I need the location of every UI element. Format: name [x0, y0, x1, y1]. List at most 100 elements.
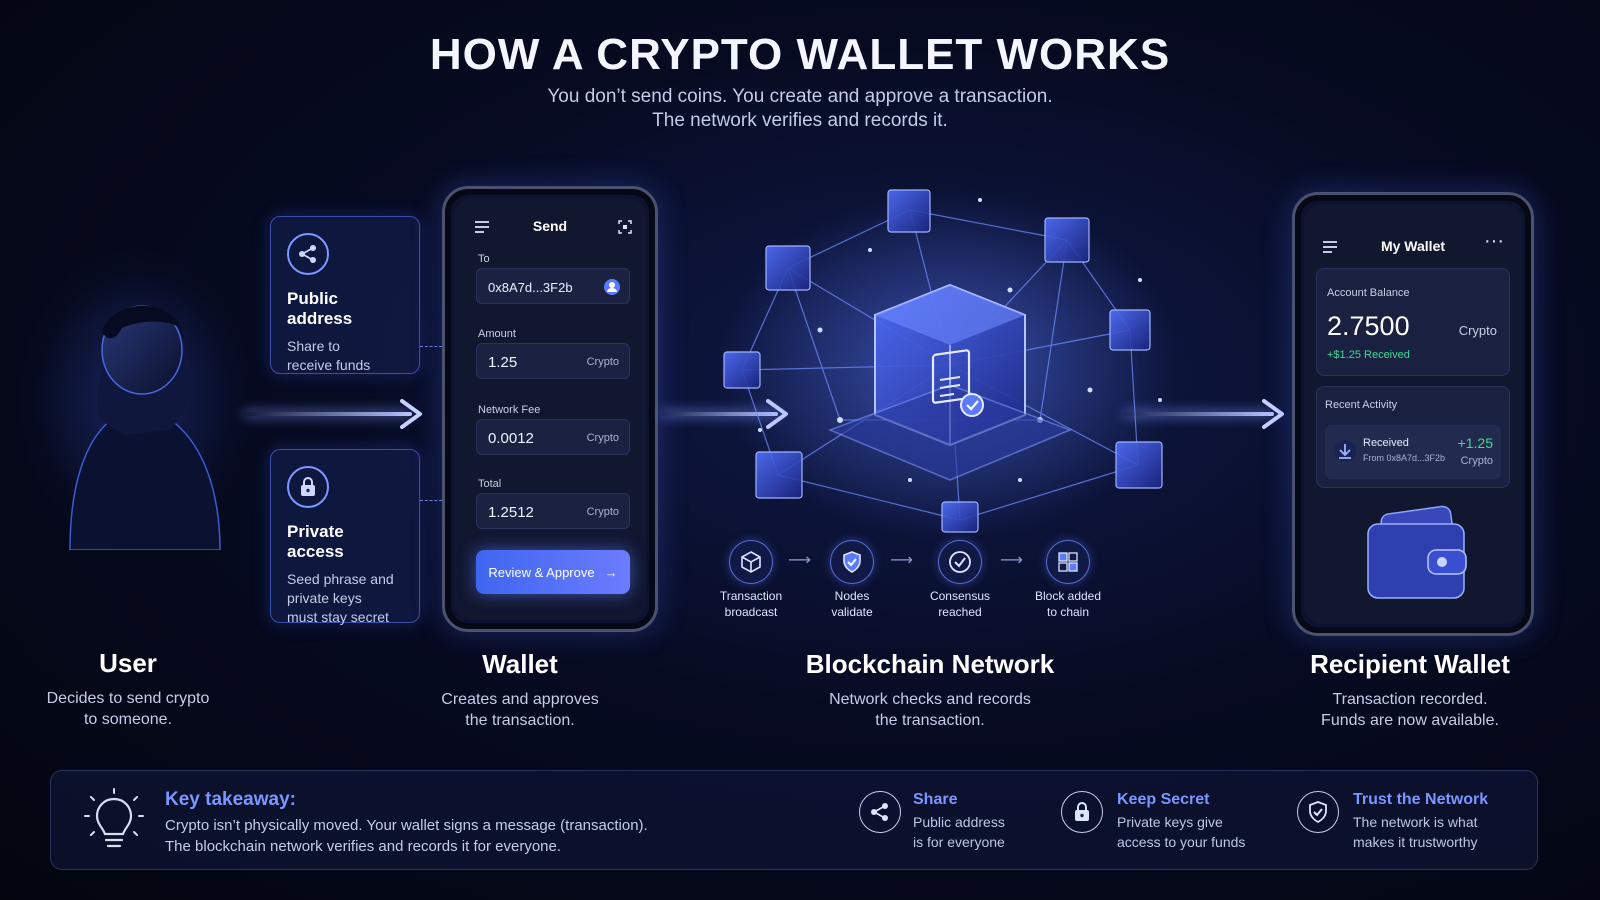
private-access-desc-2: private keys: [287, 590, 362, 606]
private-access-desc-1: Seed phrase and: [287, 571, 394, 587]
shield-check-icon: [1297, 791, 1339, 833]
tip-trust-line-1: The network is what: [1353, 814, 1478, 830]
network-step-2-icon: [830, 540, 874, 584]
balance-value: 2.7500: [1327, 311, 1410, 341]
subtitle-line-1: You don’t send coins. You create and app…: [547, 86, 1053, 107]
my-wallet-header: My Wallet: [1380, 238, 1446, 254]
private-access-card: Private access Seed phrase and private k…: [270, 449, 420, 625]
fee-field[interactable]: 0.0012 Crypto: [476, 419, 630, 455]
step-arrow-icon: ⟶: [1000, 552, 1023, 569]
fee-value: 0.0012: [488, 430, 534, 447]
amount-field[interactable]: 1.25 Crypto: [476, 343, 630, 379]
takeaway-title: Key takeaway:: [165, 789, 296, 810]
balance-card: Account Balance 2.7500 Crypto +$1.25 Rec…: [1316, 268, 1510, 376]
blockchain-network-graphic: [720, 189, 1180, 540]
wallet-phone: Send To 0x8A7d...3F2b Amount 1.25 Crypto…: [442, 186, 658, 632]
arrow-right-icon: →: [604, 564, 618, 580]
total-label: Total: [478, 478, 502, 490]
fee-unit: Crypto: [586, 432, 619, 444]
activity-row[interactable]: Received From 0x8A7d...3F2b +1.25 Crypto: [1325, 425, 1501, 479]
wallet-screen: Send To 0x8A7d...3F2b Amount 1.25 Crypto…: [454, 198, 646, 620]
activity-from: From 0x8A7d...3F2b: [1363, 453, 1446, 463]
share-icon: [859, 791, 901, 833]
recipient-screen: My Wallet ··· Account Balance 2.7500 Cry…: [1304, 204, 1522, 624]
connector-private: [420, 500, 442, 501]
network-step-4-icon: [1046, 540, 1090, 584]
download-arrow-icon: [1334, 440, 1356, 462]
menu-icon[interactable]: [474, 220, 490, 234]
menu-icon[interactable]: [1322, 240, 1338, 254]
connector-public: [420, 346, 442, 347]
network-step-1-icon: [729, 540, 773, 584]
activity-amount: +1.25: [1457, 435, 1493, 451]
takeaway-line-2: The blockchain network verifies and reco…: [165, 838, 562, 855]
step-arrow-icon: ⟶: [788, 552, 811, 569]
recent-activity-card: Recent Activity Received From 0x8A7d...3…: [1316, 386, 1510, 488]
tip-keep-secret-line-2: access to your funds: [1117, 834, 1246, 850]
flow-arrow-network-recipient: [1124, 412, 1274, 416]
balance-label: Account Balance: [1327, 287, 1410, 299]
recipient-phone: My Wallet ··· Account Balance 2.7500 Cry…: [1292, 192, 1534, 636]
public-address-desc-1: Share to: [287, 338, 340, 354]
wallet-icon: [1367, 505, 1467, 599]
tip-share-title: Share: [913, 791, 958, 808]
flow-arrow-user-wallet: [244, 412, 412, 416]
user-step-title: User: [99, 648, 157, 678]
review-approve-label: Review & Approve: [488, 564, 595, 580]
subtitle-line-2: The network verifies and records it.: [652, 110, 948, 131]
recipient-step-title: Recipient Wallet: [1310, 649, 1510, 679]
balance-unit: Crypto: [1458, 323, 1497, 338]
tip-keep-secret-line-1: Private keys give: [1117, 814, 1223, 830]
step-arrow-icon: ⟶: [890, 552, 913, 569]
tip-trust-title: Trust the Network: [1353, 791, 1489, 808]
tip-share-line-2: is for everyone: [913, 834, 1005, 850]
tip-share-line-1: Public address: [913, 814, 1005, 830]
scan-icon[interactable]: [618, 220, 632, 234]
arrow-head-icon: [400, 399, 422, 429]
to-label: To: [478, 253, 490, 265]
lock-icon: [287, 466, 329, 508]
fee-label: Network Fee: [478, 404, 541, 416]
user-silhouette-icon: [69, 305, 221, 550]
total-value: 1.2512: [488, 504, 534, 521]
to-field[interactable]: 0x8A7d...3F2b: [476, 268, 630, 304]
private-access-desc-3: must stay secret: [287, 609, 389, 625]
to-value: 0x8A7d...3F2b: [488, 280, 573, 295]
public-address-desc-2: receive funds: [287, 357, 371, 373]
recent-activity-label: Recent Activity: [1325, 399, 1398, 411]
network-step-3-icon: [938, 540, 982, 584]
tip-trust-line-2: makes it trustworthy: [1353, 834, 1478, 850]
amount-unit: Crypto: [586, 356, 619, 368]
activity-title: Received: [1363, 437, 1409, 449]
lightbulb-icon: [84, 788, 144, 848]
review-approve-button[interactable]: Review & Approve →: [476, 550, 630, 594]
document-check-icon: [931, 349, 984, 417]
takeaway-line-1: Crypto isn’t physically moved. Your wall…: [165, 817, 648, 834]
contact-icon[interactable]: [603, 278, 621, 296]
public-address-card: Public address Share to receive funds: [270, 216, 420, 374]
share-icon: [287, 233, 329, 275]
send-header: Send: [532, 218, 568, 234]
network-step-title: Blockchain Network: [805, 649, 1055, 679]
received-note: +$1.25 Received: [1327, 349, 1410, 361]
wallet-step-title: Wallet: [482, 649, 558, 679]
activity-unit: Crypto: [1460, 455, 1493, 467]
public-address-title: Public address: [287, 289, 353, 328]
more-options-icon[interactable]: ···: [1484, 230, 1504, 252]
tip-keep-secret-title: Keep Secret: [1117, 791, 1210, 808]
lock-icon: [1061, 791, 1103, 833]
arrow-head-icon: [1262, 399, 1284, 429]
page-title: HOW A CRYPTO WALLET WORKS: [429, 30, 1171, 79]
total-field: 1.2512 Crypto: [476, 493, 630, 529]
recipient-step-desc: Transaction recorded.Funds are now avail…: [1321, 691, 1499, 729]
key-takeaway-panel: Key takeaway: Crypto isn’t physically mo…: [50, 770, 1538, 870]
total-unit: Crypto: [586, 506, 619, 518]
